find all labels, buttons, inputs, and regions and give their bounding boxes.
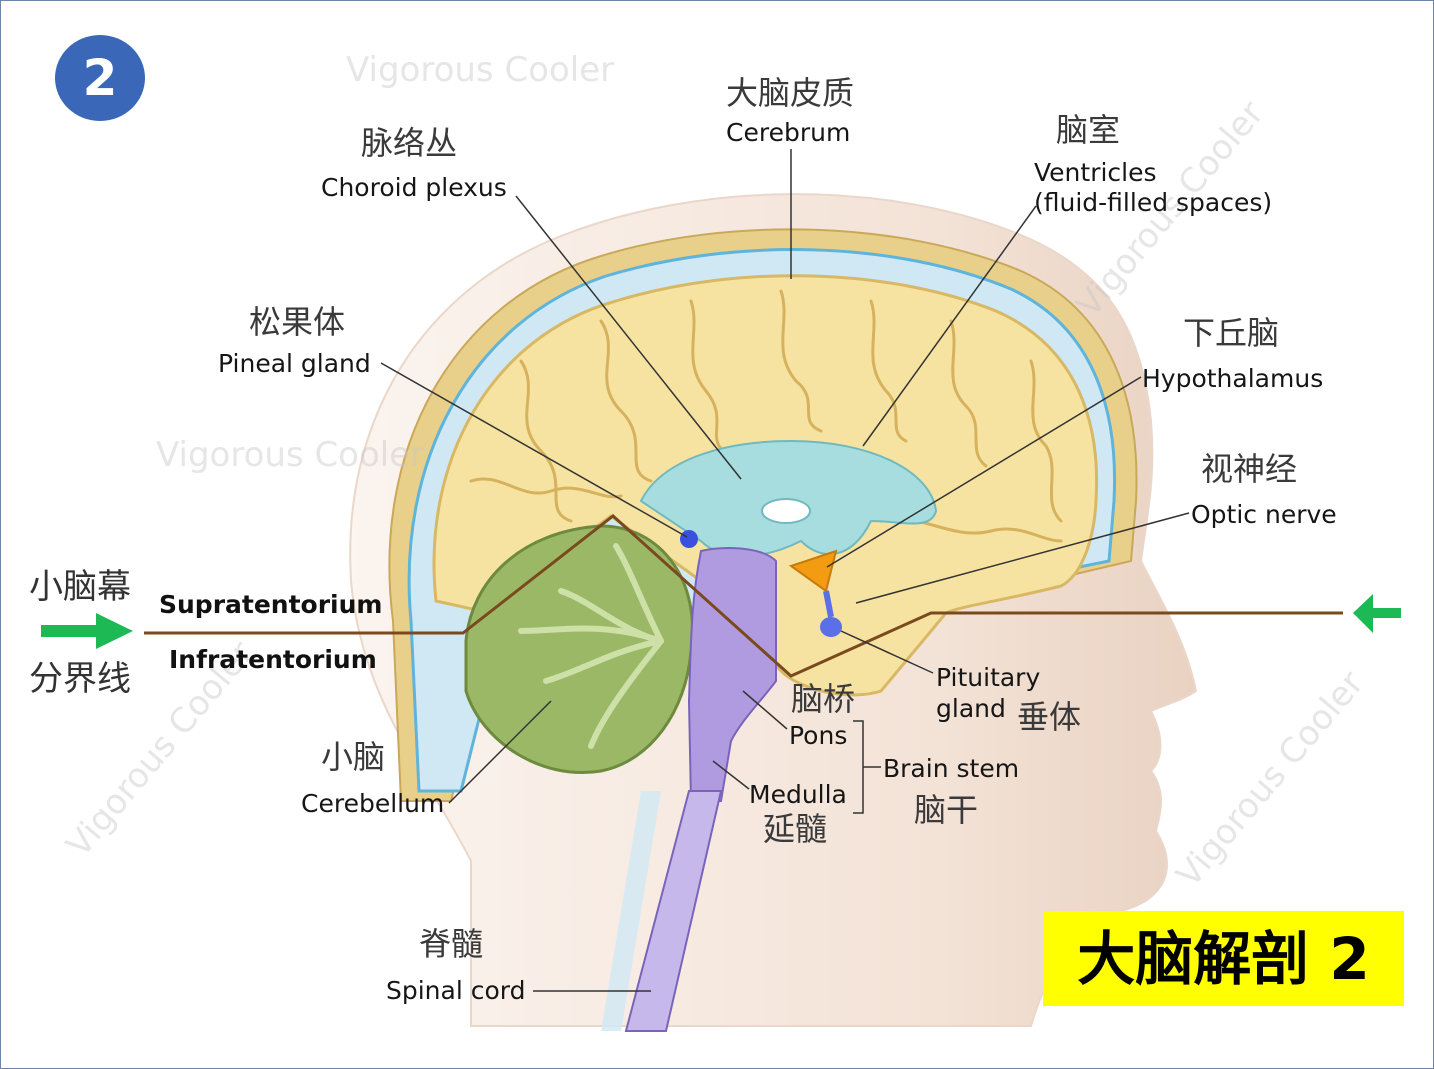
- pons-label-en: Pons: [789, 721, 848, 750]
- pons-label-zh: 脑桥: [791, 680, 856, 718]
- pineal-shape: [680, 530, 698, 548]
- ventricles-label-en-2: (fluid-filled spaces): [1034, 188, 1273, 217]
- spinal-canal: [601, 791, 661, 1031]
- tentorium-label-zh-2: 分界线: [29, 659, 131, 699]
- slide-number-badge: 2: [55, 35, 145, 121]
- choroid-label-en: Choroid plexus: [321, 173, 507, 202]
- brainstem-shape: [687, 547, 777, 802]
- ventricles-label-en-1: Ventricles: [1034, 158, 1157, 187]
- cerebrum-label-zh: 大脑皮质: [726, 74, 855, 112]
- pineal-label-en: Pineal gland: [218, 349, 371, 378]
- leader-lines: [380, 149, 1190, 992]
- medulla-label-zh: 延髓: [763, 810, 828, 848]
- pituitary-label-en-1: Pituitary: [936, 663, 1041, 692]
- watermark: Vigorous Cooler: [346, 50, 615, 90]
- pituitary-stalk: [823, 590, 834, 618]
- medulla-label-en: Medulla: [749, 780, 847, 809]
- spinal-label-zh: 脊髓: [419, 925, 484, 963]
- pituitary-label-zh: 垂体: [1017, 698, 1082, 736]
- spinal-cord-shape: [624, 790, 723, 1032]
- hypothalamus-label-en: Hypothalamus: [1142, 364, 1324, 393]
- gyri: [469, 289, 1063, 543]
- slide-title: 大脑解剖 2: [1043, 911, 1404, 1006]
- brainstem-label-zh: 脑干: [914, 791, 979, 829]
- infratentorium-label: Infratentorium: [169, 645, 377, 674]
- arrow-right: [41, 613, 133, 649]
- pineal-label-zh: 松果体: [249, 303, 346, 341]
- arbor-vitae: [518, 543, 664, 749]
- pituitary-label-en-2: gland: [936, 694, 1006, 723]
- tentorium-label-zh-1: 小脑幕: [29, 567, 131, 607]
- watermark: Vigorous Cooler: [156, 435, 425, 475]
- cerebellum-label-en: Cerebellum: [301, 789, 445, 818]
- supratentorium-label: Supratentorium: [159, 590, 383, 619]
- brainstem-label-en: Brain stem: [883, 754, 1020, 783]
- cerebellum-label-zh: 小脑: [321, 738, 386, 776]
- ventricles-label-zh: 脑室: [1056, 111, 1121, 149]
- pituitary-shape: [820, 617, 842, 637]
- cerebrum-label-en: Cerebrum: [726, 118, 851, 147]
- choroid-label-zh: 脉络丛: [361, 124, 458, 162]
- arrow-left: [1353, 594, 1401, 633]
- spinal-label-en: Spinal cord: [386, 976, 526, 1005]
- hypothalamus-label-zh: 下丘脑: [1183, 314, 1280, 352]
- ventricle-center: [761, 498, 811, 524]
- tentorium-line: [144, 514, 1343, 678]
- optic-label-zh: 视神经: [1201, 450, 1298, 488]
- hypothalamus-shape: [788, 549, 838, 593]
- optic-label-en: Optic nerve: [1191, 500, 1337, 529]
